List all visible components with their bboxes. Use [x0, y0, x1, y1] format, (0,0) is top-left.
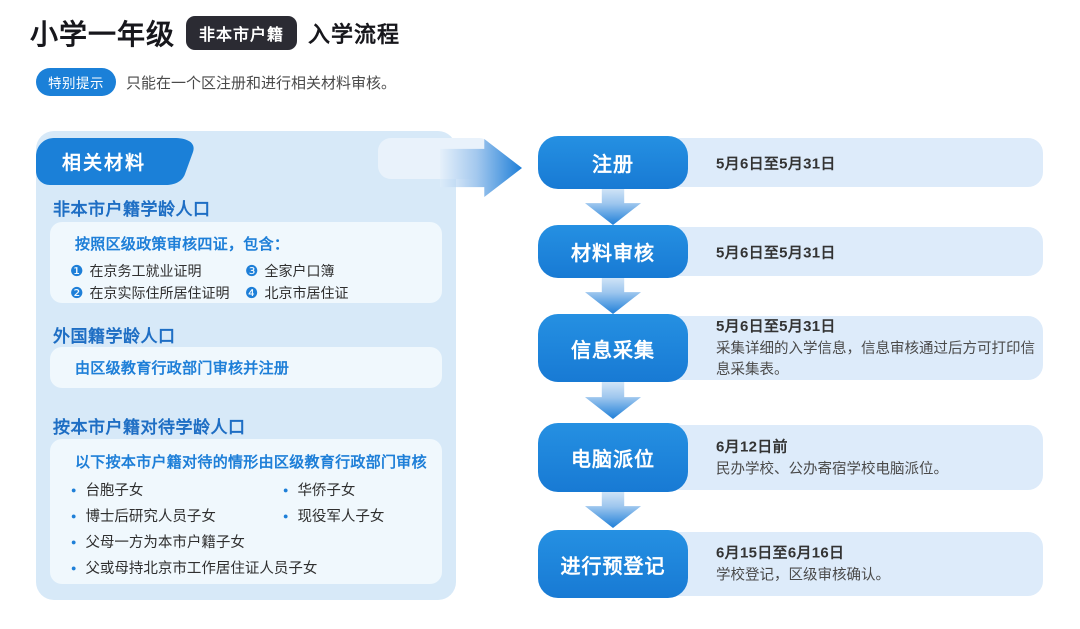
materials-panel: 相关材料 非本市户籍学龄人口 按照区级政策审核四证，包含： ❶ 在京务工就业证明…	[36, 131, 492, 600]
materials-panel-title: 相关材料	[36, 138, 194, 185]
step-text: 5月6日至5月31日	[716, 241, 1041, 262]
list-item: ❹ 北京市居住证	[245, 283, 430, 303]
step-button: 材料审核	[538, 225, 688, 278]
list-item: ❸ 全家户口簿	[245, 261, 430, 281]
title-main: 小学一年级	[30, 19, 176, 50]
tip-badge: 特别提示	[36, 68, 116, 96]
number-3-icon: ❸	[245, 262, 259, 280]
list-item-label: 北京市居住证	[264, 285, 349, 301]
step-text: 5月6日至5月31日 采集详细的入学信息，信息审核通过后方可打印信息采集表。	[716, 315, 1041, 381]
list-item-label: 全家户口簿	[264, 263, 335, 279]
list-item: 父母一方为本市户籍子女	[71, 531, 430, 552]
list-item: 博士后研究人员子女	[71, 505, 283, 526]
step-detail: 采集详细的入学信息，信息审核通过后方可打印信息采集表。	[716, 341, 1035, 378]
arrow-down-icon	[585, 186, 641, 225]
step-button: 信息采集	[538, 314, 688, 382]
list-item: ❶ 在京务工就业证明	[70, 261, 245, 281]
section-heading-non-local: 非本市户籍学龄人口	[53, 200, 211, 219]
list-item: 华侨子女	[283, 479, 430, 500]
step-date: 6月15日至6月16日	[716, 544, 845, 562]
list-item: 父或母持北京市工作居住证人员子女	[71, 557, 430, 578]
list-item: 台胞子女	[71, 479, 283, 500]
certificate-list: ❶ 在京务工就业证明 ❷ 在京实际住所居住证明 ❸ 全家户口簿 ❹ 北京市居住证	[62, 260, 430, 304]
section-box-non-local: 按照区级政策审核四证，包含： ❶ 在京务工就业证明 ❷ 在京实际住所居住证明 ❸…	[50, 222, 442, 303]
step-date: 5月6日至5月31日	[716, 318, 836, 335]
list-item-label: 在京务工就业证明	[89, 263, 202, 279]
section-heading-treated-as-local: 按本市户籍对待学龄人口	[53, 418, 246, 437]
step-detail: 民办学校、公办寄宿学校电脑派位。	[716, 461, 948, 477]
arrow-down-icon	[585, 275, 641, 314]
step-text: 6月12日前 民办学校、公办寄宿学校电脑派位。	[716, 435, 1041, 480]
arrow-down-icon	[585, 380, 641, 419]
step-button: 进行预登记	[538, 530, 688, 598]
section-box-treated-as-local: 以下按本市户籍对待的情形由区级教育行政部门审核 台胞子女 华侨子女 博士后研究人…	[50, 439, 442, 584]
number-2-icon: ❷	[70, 284, 84, 302]
page-title: 小学一年级 非本市户籍 入学流程	[30, 13, 400, 53]
box-title-treated-as-local: 以下按本市户籍对待的情形由区级教育行政部门审核	[75, 454, 427, 471]
flow-step-info-collection: 信息采集 5月6日至5月31日 采集详细的入学信息，信息审核通过后方可打印信息采…	[538, 314, 1043, 382]
title-sub: 入学流程	[308, 22, 401, 47]
step-date: 5月6日至5月31日	[716, 244, 836, 261]
flow-step-material-review: 材料审核 5月6日至5月31日	[538, 225, 1043, 278]
tip-text: 只能在一个区注册和进行相关材料审核。	[126, 74, 397, 92]
box-title-four-certificates: 按照区级政策审核四证，包含：	[75, 236, 290, 253]
list-item: 现役军人子女	[283, 505, 430, 526]
step-date: 5月6日至5月31日	[716, 155, 836, 172]
list-item-label: 在京实际住所居住证明	[89, 285, 230, 301]
list-item: ❷ 在京实际住所居住证明	[70, 283, 245, 303]
section-heading-foreign: 外国籍学龄人口	[53, 327, 176, 346]
step-text: 6月15日至6月16日 学校登记，区级审核确认。	[716, 542, 1041, 587]
treated-as-local-list: 台胞子女 华侨子女 博士后研究人员子女 现役军人子女 父母一方为本市户籍子女 父…	[62, 479, 430, 578]
step-button: 注册	[538, 136, 688, 189]
special-tip: 特别提示 只能在一个区注册和进行相关材料审核。	[36, 68, 396, 96]
flow-step-register: 注册 5月6日至5月31日	[538, 136, 1043, 189]
title-badge: 非本市户籍	[186, 16, 298, 50]
step-text: 5月6日至5月31日	[716, 152, 1041, 173]
number-4-icon: ❹	[245, 284, 259, 302]
box-title-foreign: 由区级教育行政部门审核并注册	[75, 360, 290, 377]
flow-step-computer-allocation: 电脑派位 6月12日前 民办学校、公办寄宿学校电脑派位。	[538, 423, 1043, 492]
arrow-down-icon	[585, 489, 641, 528]
step-detail: 学校登记，区级审核确认。	[716, 567, 890, 584]
step-button: 电脑派位	[538, 423, 688, 492]
flow-step-pre-registration: 进行预登记 6月15日至6月16日 学校登记，区级审核确认。	[538, 530, 1043, 598]
number-1-icon: ❶	[70, 262, 84, 280]
step-date: 6月12日前	[716, 438, 788, 455]
section-box-foreign: 由区级教育行政部门审核并注册	[50, 347, 442, 388]
